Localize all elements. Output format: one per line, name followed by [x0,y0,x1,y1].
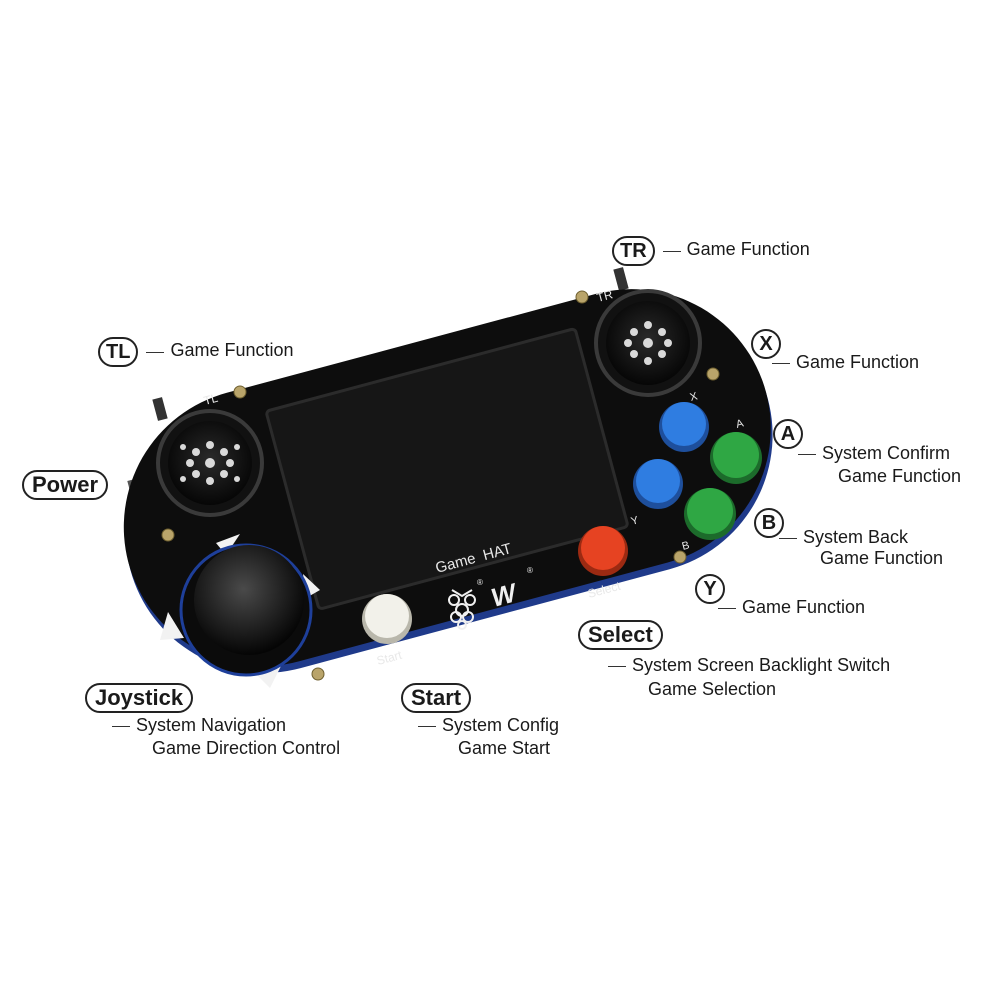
callout-tr-tag: TR [612,236,655,266]
callout-select-desc: System Screen Backlight Switch [600,653,890,677]
callout-y-text: Game Function [742,597,866,617]
callout-x-text: Game Function [796,352,920,372]
callout-select-tag: Select [578,620,663,650]
y-button[interactable] [633,459,683,509]
start-button[interactable] [362,594,412,644]
callout-tl-tag: TL [98,337,139,367]
right-speaker [594,289,702,397]
left-speaker [156,409,264,517]
callout-tr: TR Game Function [612,236,810,266]
tr-shoulder-nub[interactable] [613,267,629,291]
callout-x: X [751,329,781,359]
screws [161,290,720,681]
callout-tl-text: Game Function [170,340,294,361]
callout-dash [718,608,736,610]
callout-start: Start [401,683,472,713]
board-label-tr: TR [595,287,614,305]
callout-tl: TL Game Function [98,337,294,367]
callout-b: B [754,508,784,538]
raspberry-logo-icon [448,589,476,630]
board-label-x: X [689,390,700,404]
callout-start-desc: System Config [410,713,559,737]
callout-select-text-1: System Screen Backlight Switch [632,655,891,675]
callout-start-text-2: Game Start [458,738,551,758]
callout-dash [112,726,130,728]
callout-x-desc: Game Function [764,350,919,374]
select-button[interactable] [578,526,628,576]
callout-dash [772,363,790,365]
registered-mark-1: ® [477,578,483,587]
b-button[interactable] [684,488,736,540]
callout-y: Y [695,574,725,604]
board-label-a: A [735,417,746,431]
callout-a-tag: A [773,419,803,449]
joystick[interactable] [179,543,313,677]
callout-b-tag: B [754,508,784,538]
callout-b-text-2: Game Function [820,548,944,568]
callout-b-desc: System Back [771,525,908,549]
callout-a: A [773,419,803,449]
callout-joystick-tag: Joystick [85,683,194,713]
callout-tr-text: Game Function [686,239,810,260]
callout-start-tag: Start [401,683,472,713]
callout-dash [798,454,816,456]
callout-dash [608,666,626,668]
callout-select: Select [578,620,663,650]
callout-a-text-1: System Confirm [822,443,951,463]
callout-a-desc: System Confirm [790,441,950,465]
lcd-screen [265,327,629,610]
callout-y-tag: Y [695,574,725,604]
callout-dash [418,726,436,728]
tl-shoulder-nub[interactable] [152,397,168,421]
board-label-tl: TL [202,391,219,408]
callout-select-text-2: Game Selection [648,679,777,699]
callout-start-text-1: System Config [442,715,560,735]
callout-dash [146,351,165,353]
callout-joystick: Joystick [85,683,194,713]
a-button[interactable] [710,432,762,484]
callout-power: Power [22,470,109,500]
x-button[interactable] [659,402,709,452]
callout-x-tag: X [751,329,781,359]
callout-dash [779,538,797,540]
board-label-start: Start [375,648,404,668]
callout-joystick-text-2: Game Direction Control [152,738,341,758]
callout-y-desc: Game Function [710,595,865,619]
callout-a-text-2: Game Function [838,466,962,486]
callout-joystick-desc: System Navigation [104,713,286,737]
registered-mark-2: ® [527,566,533,575]
callout-b-text-1: System Back [803,527,909,547]
callout-power-tag: Power [22,470,109,500]
callout-dash [662,250,681,252]
board-label-b: B [681,539,691,552]
board-label-y: Y [630,514,641,528]
callout-joystick-text-1: System Navigation [136,715,287,735]
